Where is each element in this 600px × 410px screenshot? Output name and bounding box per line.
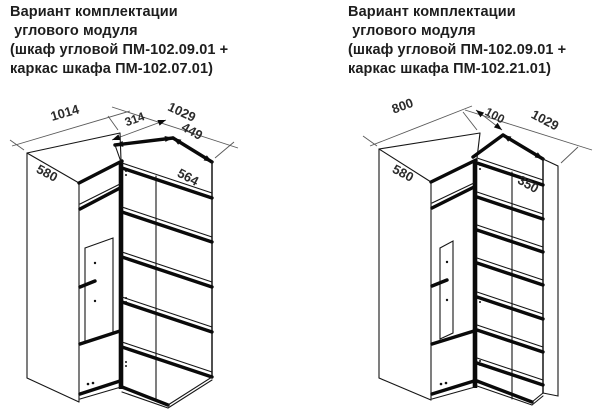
dim-label-inner: 100 xyxy=(483,105,508,127)
title-line: Вариант комплектации xyxy=(348,4,516,20)
title-line: углового модуля xyxy=(10,23,138,39)
dim-label-side-depth: 580 xyxy=(390,161,416,184)
left-cabinet xyxy=(378,132,481,401)
dimension-lines xyxy=(9,106,239,159)
dim-label-top-width: 800 xyxy=(390,95,416,117)
title-line: углового модуля xyxy=(348,23,476,39)
dim-label-top-depth: 1029 xyxy=(166,99,199,125)
corner-cabinet xyxy=(113,136,214,409)
left-wardrobe-drawing: 1014 1029 314 449 580 564 xyxy=(9,99,239,409)
title-line: каркас шкафа ПМ-102.21.01) xyxy=(348,61,552,77)
title-line: Вариант комплектации xyxy=(10,4,178,20)
dim-label-top-depth: 1029 xyxy=(529,107,562,134)
title-line: (шкаф угловой ПМ-102.09.01 + xyxy=(10,42,229,58)
dim-label-inner: 314 xyxy=(123,109,147,129)
title-line: каркас шкафа ПМ-102.07.01) xyxy=(10,61,214,77)
dimension-lines xyxy=(362,105,593,164)
dim-label-side-depth: 580 xyxy=(34,161,60,184)
left-cabinet xyxy=(26,132,124,403)
dim-label-corner-edge: 449 xyxy=(179,119,205,143)
title-line: (шкаф угловой ПМ-102.09.01 + xyxy=(348,42,567,58)
right-diagram-title: Вариант комплектации углового модуля (шк… xyxy=(348,3,600,79)
dim-label-top-width: 1014 xyxy=(49,101,82,124)
corner-rack xyxy=(471,133,559,406)
right-wardrobe-drawing: 800 1029 100 580 350 xyxy=(362,95,593,406)
left-diagram-title: Вариант комплектации углового модуля (шк… xyxy=(10,3,310,79)
